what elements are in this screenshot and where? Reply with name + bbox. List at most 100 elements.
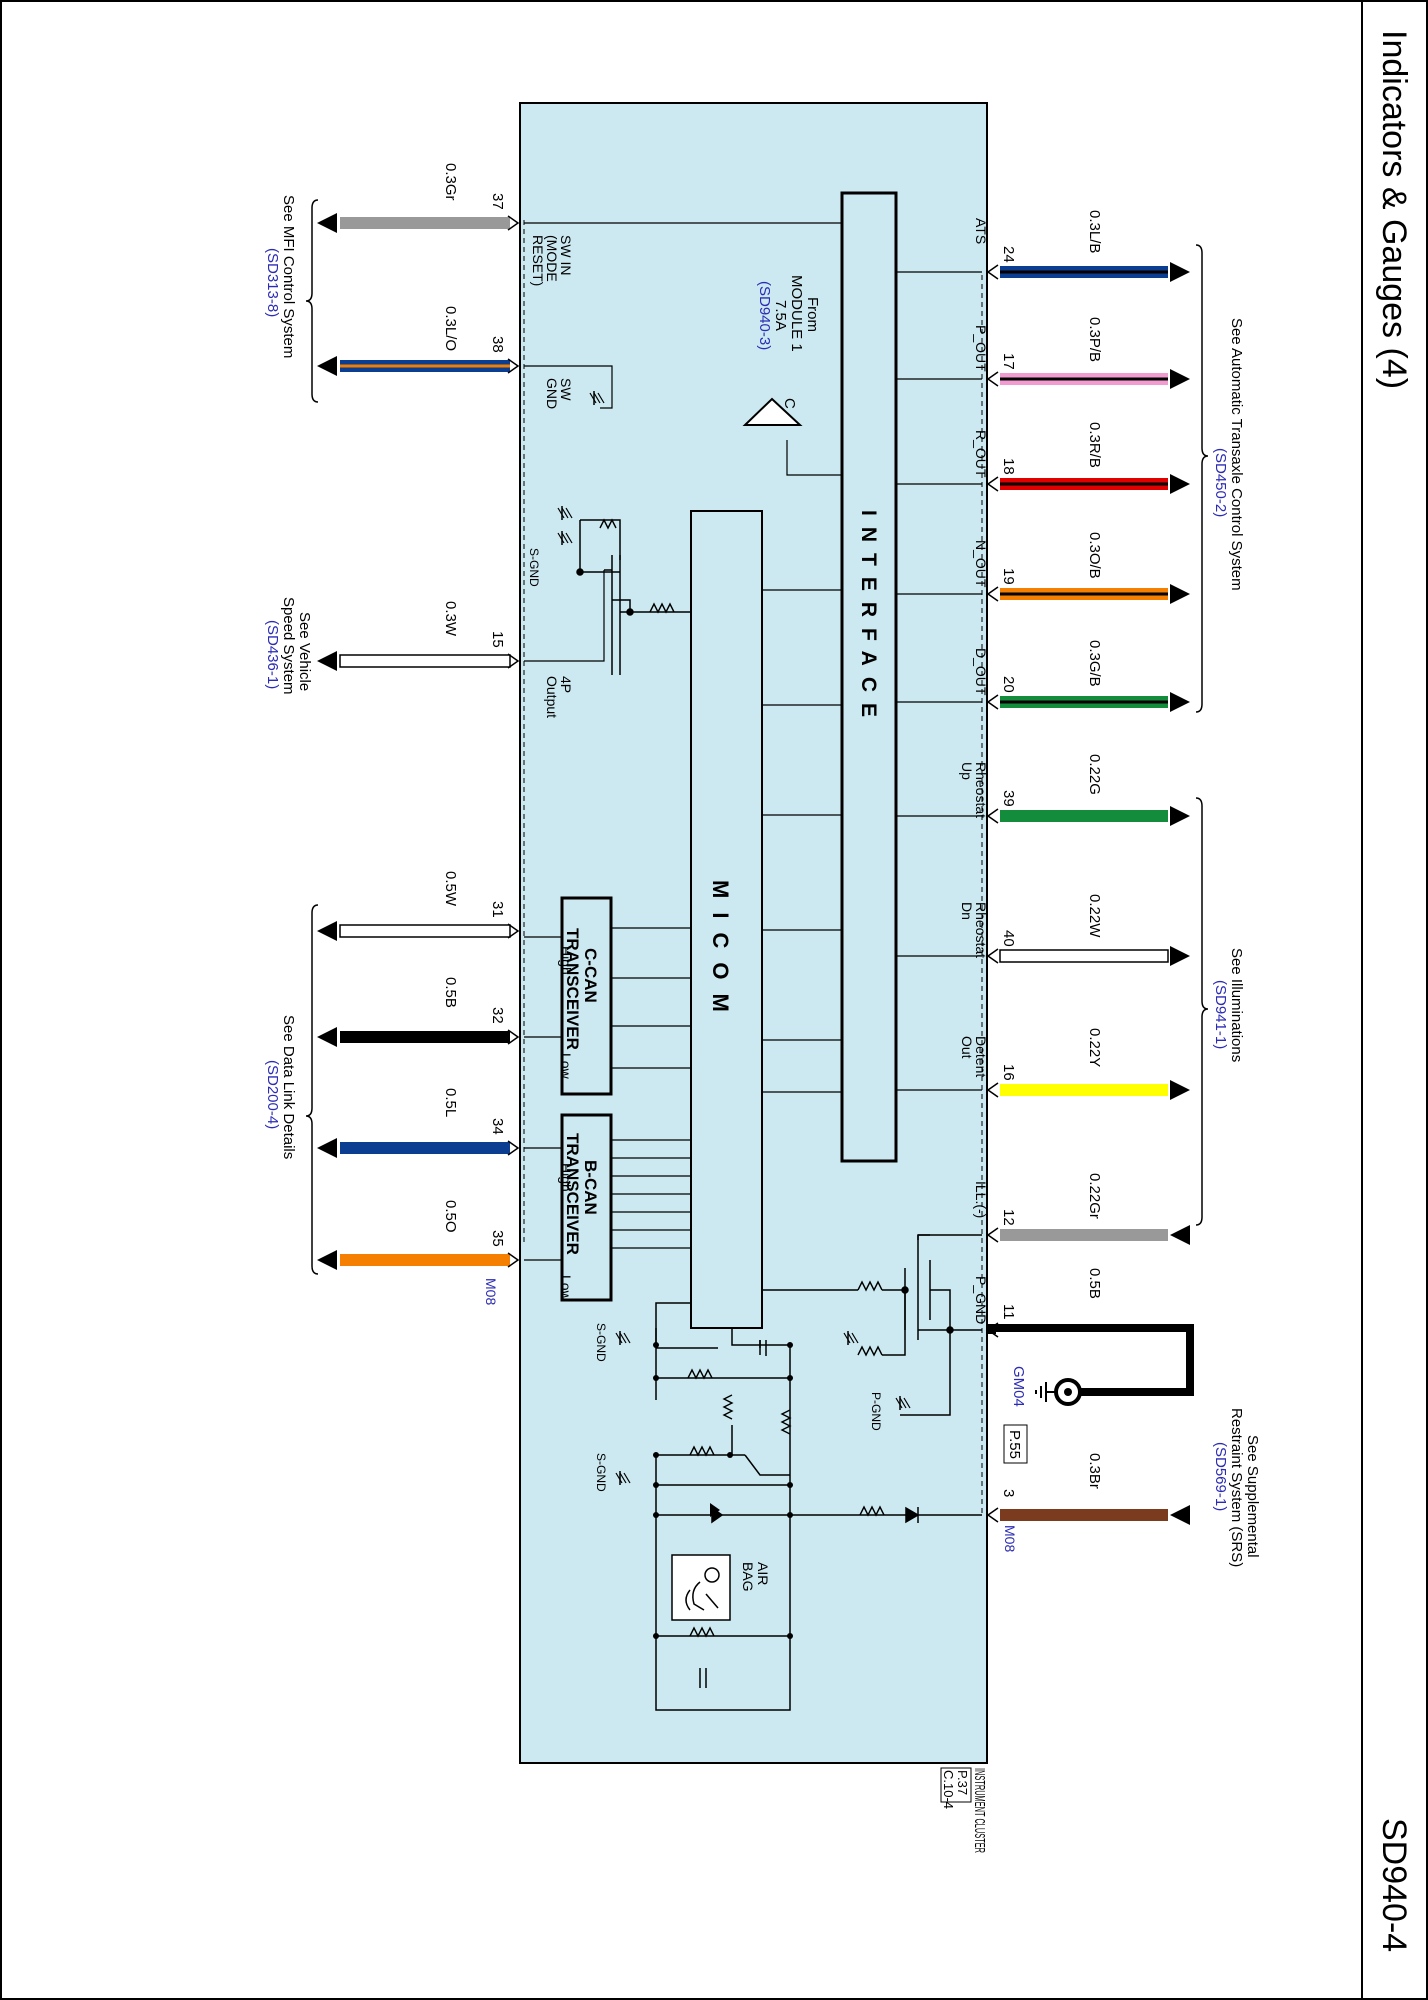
airbag-label-2: BAG (740, 1562, 756, 1592)
pin-number: 18 (1000, 458, 1017, 475)
ccan-line2: TRANSCEIVER (563, 928, 582, 1050)
wire-pin-37 (340, 217, 510, 229)
wire-spec: 0.5B (1086, 1268, 1103, 1299)
wire-spec: 0.3Gr (442, 163, 459, 201)
pin-terminal-icon (507, 358, 520, 374)
arrow-icon (317, 356, 337, 376)
pin-terminal-icon (986, 948, 999, 964)
arrow-icon (1170, 1080, 1190, 1100)
arrow-icon (1170, 1225, 1190, 1245)
pin-terminal-icon (986, 1082, 999, 1098)
pin-number: 40 (1000, 930, 1017, 947)
wire-pin-20 (1000, 696, 1168, 708)
wire-spec: 0.22Gr (1086, 1173, 1103, 1219)
fuse-ref: (SD940-3) (756, 281, 773, 350)
pin-signal-label: N_OUT (973, 540, 989, 588)
ref-right-ill: See Illuminations (1228, 948, 1245, 1062)
wire-pin-38 (340, 360, 510, 372)
arrow-icon (1170, 262, 1190, 282)
arrow-icon (1170, 692, 1190, 712)
pin-signal-label: R_OUT (973, 430, 989, 478)
arrow-icon (317, 651, 337, 671)
ref-right-srs-1: See Supplemental (1244, 1435, 1261, 1558)
pin-signal-label: ATS (973, 218, 989, 244)
pin-number: 39 (1000, 790, 1017, 807)
pin-signal-label: Rheostat (973, 902, 989, 958)
pin-signal-label: High (558, 1163, 574, 1192)
wire-pin-3 (1000, 1509, 1168, 1521)
pin-terminal-icon (986, 264, 999, 280)
pin-signal-label: Dn (959, 902, 975, 920)
pin-number: 31 (489, 901, 506, 918)
connector-left-label: M08 (483, 1278, 499, 1305)
wire-pin-19 (1000, 588, 1168, 600)
arrow-icon (1170, 474, 1190, 494)
pin-signal-label: Output (544, 676, 560, 718)
ref-left-vss-code: (SD436-1) (264, 620, 281, 689)
pin-signal-label: Detent (973, 1036, 989, 1077)
wire-pin-16 (1000, 1084, 1168, 1096)
airbag-led-icon (710, 1503, 720, 1517)
pin-terminal-icon (507, 215, 520, 231)
pin-number: 32 (489, 1007, 506, 1024)
page-code: SD940-4 (1375, 1818, 1413, 1952)
pin-number: 35 (489, 1230, 506, 1247)
cluster-name: INSTRUMENT CLUSTER (971, 1768, 988, 1853)
wire-pin-35 (340, 1254, 510, 1266)
cluster-label: INSTRUMENT CLUSTER P.37 C.10-4 (940, 1767, 988, 1853)
pin-terminal-icon (507, 1252, 520, 1268)
page-title: Indicators & Gauges (4) (1375, 30, 1413, 389)
ref-left-datalink: See Data Link Details (280, 1015, 297, 1159)
ref-right-ill-code: (SD941-1) (1212, 980, 1229, 1049)
wire-spec: 0.5L (442, 1088, 459, 1117)
sgnd-label-2: S-GND (594, 1323, 608, 1362)
sgnd-label-1: S-GND (527, 548, 541, 587)
arrow-icon (1170, 1505, 1190, 1525)
pin-number: 24 (1000, 246, 1017, 263)
pin-signal-label: ILL.(-) (973, 1181, 989, 1218)
pin-number: 3 (1000, 1489, 1017, 1497)
sgnd-label-3: S-GND (594, 1453, 608, 1492)
pin-number: 20 (1000, 676, 1017, 693)
wire-pin-39 (1000, 810, 1168, 822)
arrow-icon (317, 1138, 337, 1158)
fuse-symbol: C (781, 398, 798, 409)
pin-terminal-icon (986, 371, 999, 387)
ref-left-mfi: See MFI Control System (280, 195, 297, 358)
pin-terminal-icon (507, 923, 520, 939)
arrow-icon (1170, 806, 1190, 826)
ground-gm04 (986, 1324, 1194, 1406)
pin-number: 15 (489, 631, 506, 648)
wire-pin-40 (999, 949, 1169, 963)
pin-terminal-icon (986, 694, 999, 710)
fuse-triangle: C (742, 397, 842, 476)
wire-pin-32 (340, 1031, 510, 1043)
pin-signal-label: Rheostat (973, 762, 989, 818)
airbag-icon (671, 1554, 731, 1621)
pgnd-label: P-GND (869, 1392, 883, 1431)
pin-terminal-icon (986, 808, 999, 824)
right-braces (1195, 244, 1209, 1226)
pin-signal-label: High (558, 946, 574, 975)
pin-terminal-icon (986, 586, 999, 602)
ref-right-srs-2: Restraint System (SRS) (1228, 1408, 1245, 1567)
wire-spec: 0.3P/B (1086, 317, 1103, 362)
ground-name: GM04 (1010, 1366, 1027, 1407)
pin-terminal-icon (986, 1507, 999, 1523)
pin-signal-label: Low (558, 1053, 574, 1080)
pin-signal-label: Up (959, 762, 975, 780)
pin-signal-label: GND (544, 378, 560, 409)
ccan-transceiver (560, 896, 613, 1096)
arrow-icon (1170, 584, 1190, 604)
ccan-line1: C-CAN (581, 948, 600, 1003)
mosfet-circuit (762, 1234, 982, 1416)
pin-number: 12 (1000, 1209, 1017, 1226)
micom-block (690, 510, 763, 1329)
airbag-label-1: AIR (755, 1562, 771, 1585)
pin-signal-label: RESET) (530, 235, 546, 286)
wire-spec: 0.5B (442, 977, 459, 1008)
left-braces (305, 199, 319, 1275)
wire-spec: 0.22W (1086, 894, 1103, 938)
ref-right-ats-code: (SD450-2) (1212, 448, 1229, 517)
